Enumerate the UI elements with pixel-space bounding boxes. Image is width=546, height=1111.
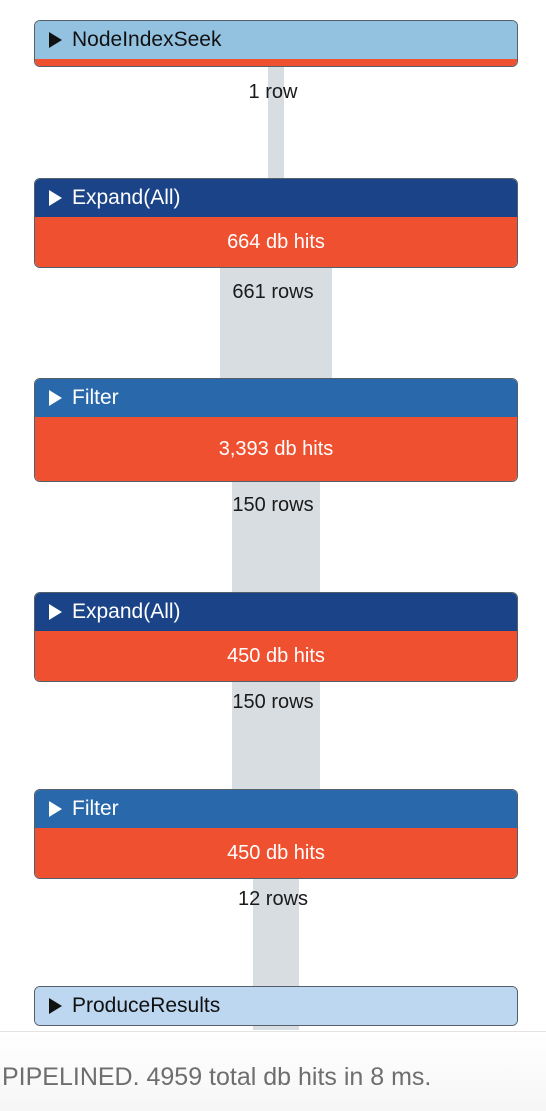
operator-filter[interactable]: Filter 3,393 db hits (34, 378, 518, 482)
db-hits-bar: 664 db hits (35, 217, 517, 267)
plan-summary: PIPELINED. 4959 total db hits in 8 ms. (2, 1063, 432, 1091)
triangle-icon (49, 390, 62, 406)
db-hits-bar: 450 db hits (35, 631, 517, 681)
operator-header[interactable]: ProduceResults (35, 987, 517, 1025)
operator-expand-all[interactable]: Expand(All) 450 db hits (34, 592, 518, 682)
operator-name: Expand(All) (72, 186, 181, 209)
connector-4 (232, 678, 320, 789)
connector-2 (220, 268, 332, 378)
triangle-icon (49, 32, 62, 48)
triangle-icon (49, 998, 62, 1014)
row-count-label: 12 rows (237, 888, 309, 910)
row-count-label: 661 rows (232, 281, 314, 303)
operator-name: Filter (72, 386, 119, 409)
connector-3 (232, 481, 320, 592)
row-count-label: 150 rows (232, 691, 314, 713)
operator-produce-results[interactable]: ProduceResults (34, 986, 518, 1026)
operator-name: Expand(All) (72, 600, 181, 623)
operator-header[interactable]: NodeIndexSeek (35, 21, 517, 59)
operator-name: ProduceResults (72, 994, 221, 1017)
operator-node-index-seek[interactable]: NodeIndexSeek (34, 20, 518, 67)
status-footer: PIPELINED. 4959 total db hits in 8 ms. (0, 1031, 546, 1111)
db-hits-strip (35, 59, 517, 66)
db-hits-bar: 3,393 db hits (35, 417, 517, 481)
operator-header[interactable]: Filter (35, 379, 517, 417)
operator-name: Filter (72, 797, 119, 820)
operator-header[interactable]: Expand(All) (35, 179, 517, 217)
operator-name: NodeIndexSeek (72, 28, 222, 51)
operator-header[interactable]: Expand(All) (35, 593, 517, 631)
row-count-label: 150 rows (232, 494, 314, 516)
query-plan-diagram: 1 row 661 rows 150 rows 150 rows 12 rows… (34, 20, 518, 1030)
operator-header[interactable]: Filter (35, 790, 517, 828)
connector-1 (268, 66, 284, 178)
triangle-icon (49, 604, 62, 620)
db-hits-bar: 450 db hits (35, 828, 517, 878)
operator-filter[interactable]: Filter 450 db hits (34, 789, 518, 879)
row-count-label: 1 row (248, 81, 298, 103)
triangle-icon (49, 190, 62, 206)
triangle-icon (49, 801, 62, 817)
operator-expand-all[interactable]: Expand(All) 664 db hits (34, 178, 518, 268)
